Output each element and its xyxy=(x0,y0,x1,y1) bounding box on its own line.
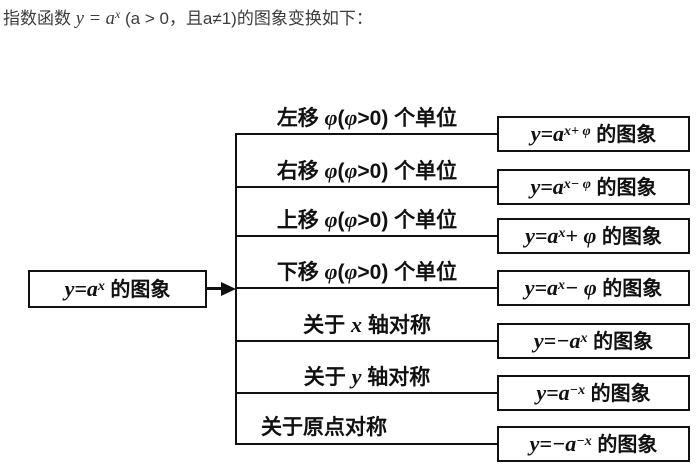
text-segment: y xyxy=(351,364,362,389)
branch-connector-line xyxy=(235,133,497,135)
text-segment: 轴对称 xyxy=(361,366,431,389)
branch-label: 左移 φ(φ>0) 个单位 xyxy=(237,103,497,133)
branch-label: 关于 y 轴对称 xyxy=(237,362,497,392)
text-segment: x xyxy=(97,278,105,294)
text-segment: 左移 xyxy=(276,107,325,130)
branch-connector-line xyxy=(235,287,497,289)
text-segment: 轴对称 xyxy=(362,314,431,337)
source-box-label: y=ax 的图象 xyxy=(64,275,171,301)
text-segment: φ xyxy=(324,158,338,183)
flow-arrow-shaft xyxy=(205,287,222,290)
branch-label: 关于 x 轴对称 xyxy=(237,310,497,340)
text-segment: φ xyxy=(344,158,358,183)
text-segment: y=a xyxy=(64,275,98,301)
text-segment: ( xyxy=(337,107,345,130)
text-segment: y=a xyxy=(524,274,559,300)
text-segment: y=−a xyxy=(529,430,577,456)
branch-connector-line xyxy=(235,340,497,342)
result-box-label: y=−a−x 的图象 xyxy=(529,430,658,456)
result-box-label: y=−ax 的图象 xyxy=(533,327,654,353)
text-segment: ( xyxy=(337,261,345,284)
text-segment: x xyxy=(580,330,588,346)
text-segment: 指数函数 xyxy=(3,9,76,28)
text-segment: y=a xyxy=(536,379,570,405)
result-box-label: y=ax+ φ 的图象 xyxy=(530,120,657,146)
text-segment: φ xyxy=(324,259,338,284)
text-segment: >0) 个单位 xyxy=(357,209,458,232)
text-segment: − φ xyxy=(565,274,597,300)
text-segment: 上移 xyxy=(276,209,325,232)
text-segment: 右移 xyxy=(276,160,325,183)
text-segment: 的图象 xyxy=(587,330,654,353)
text-segment: ( xyxy=(337,209,345,232)
result-box-label: y=ax+ φ 的图象 xyxy=(525,222,662,248)
result-box: y=−ax 的图象 xyxy=(497,323,690,359)
text-segment: y=a xyxy=(530,173,564,199)
result-box: y=ax− φ 的图象 xyxy=(497,270,690,306)
text-segment: y=−a xyxy=(533,327,581,353)
result-box: y=ax− φ 的图象 xyxy=(497,169,690,205)
result-box: y=ax+ φ 的图象 xyxy=(497,218,690,254)
text-segment: y = a xyxy=(75,9,115,29)
text-segment: 的图象 xyxy=(596,225,662,248)
result-box-label: y=ax− φ 的图象 xyxy=(524,274,663,300)
text-segment: x xyxy=(558,277,566,293)
text-segment: 的图象 xyxy=(104,278,171,301)
text-segment: >0) 个单位 xyxy=(357,160,458,183)
branch-connector-line xyxy=(235,392,497,394)
branch-label: 关于原点对称 xyxy=(194,413,454,443)
result-box: y=−a−x 的图象 xyxy=(497,426,690,462)
text-segment: 关于 xyxy=(303,314,351,337)
text-segment: −x xyxy=(576,433,592,449)
text-segment: 的图象 xyxy=(590,123,657,146)
text-segment: 关于 xyxy=(303,366,352,389)
branch-label: 下移 φ(φ>0) 个单位 xyxy=(237,257,497,287)
text-segment: −x xyxy=(569,382,586,398)
branch-connector-line xyxy=(235,186,497,188)
text-segment: >0) 个单位 xyxy=(357,107,458,130)
result-box: y=a−x 的图象 xyxy=(497,375,690,411)
text-segment: x− φ xyxy=(563,176,591,192)
text-segment: x xyxy=(114,7,121,21)
text-segment: φ xyxy=(344,259,358,284)
text-segment: y=a xyxy=(525,222,559,248)
spine-line xyxy=(235,133,237,445)
text-segment: x xyxy=(351,312,362,337)
source-box: y=ax 的图象 xyxy=(28,270,207,308)
page-title: 指数函数 y = ax (a > 0，且a≠1)的图象变换如下： xyxy=(3,2,373,31)
text-segment: φ xyxy=(324,207,338,232)
text-segment: >0) 个单位 xyxy=(357,261,458,284)
branch-connector-line xyxy=(235,235,497,237)
branch-connector-line xyxy=(235,443,497,445)
text-segment: + φ xyxy=(565,222,597,248)
text-segment: φ xyxy=(344,105,358,130)
text-segment: 的图象 xyxy=(596,277,663,300)
text-segment: y=a xyxy=(530,120,565,146)
text-segment: 关于原点对称 xyxy=(261,416,387,439)
result-box-label: y=a−x 的图象 xyxy=(536,379,651,405)
branch-label: 右移 φ(φ>0) 个单位 xyxy=(237,156,497,186)
result-box-label: y=ax− φ 的图象 xyxy=(530,173,657,199)
text-segment: φ xyxy=(324,105,338,130)
flow-arrow-head-icon xyxy=(221,282,236,296)
text-segment: (a > 0，且a≠1)的图象变换如下： xyxy=(120,9,373,28)
text-segment: 的图象 xyxy=(590,176,657,199)
text-segment: 的图象 xyxy=(585,382,651,405)
text-segment: 下移 xyxy=(276,261,325,284)
text-segment: 的图象 xyxy=(591,433,658,456)
text-segment: ( xyxy=(337,160,345,183)
text-segment: φ xyxy=(344,207,358,232)
text-segment: x xyxy=(558,225,566,241)
result-box: y=ax+ φ 的图象 xyxy=(497,116,690,152)
text-segment: x+ φ xyxy=(564,123,591,139)
branch-label: 上移 φ(φ>0) 个单位 xyxy=(237,205,497,235)
